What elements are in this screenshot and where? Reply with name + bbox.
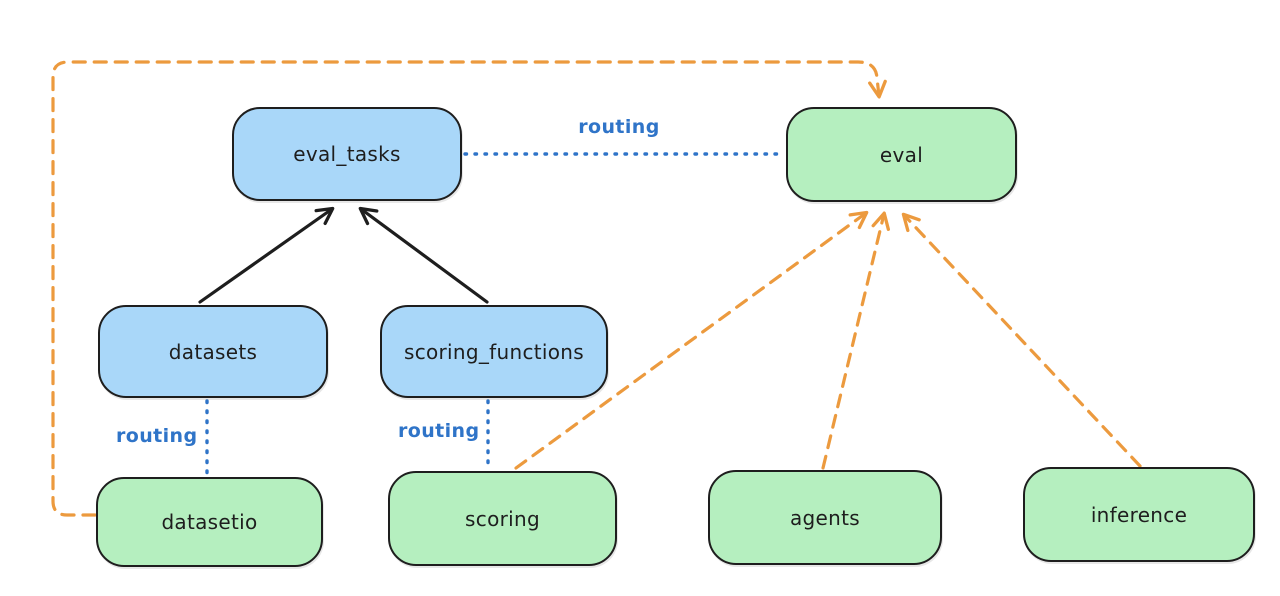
- node-scoring-functions-label: scoring_functions: [403, 339, 585, 364]
- node-datasetio-label: datasetio: [161, 510, 258, 534]
- node-datasets-label: datasets: [168, 339, 258, 364]
- node-scoring-functions: scoring_functions: [380, 305, 608, 398]
- node-scoring-label: scoring: [465, 506, 540, 531]
- routing-label-datasets-datasetio: routing: [116, 425, 198, 447]
- node-eval-label: eval: [879, 142, 924, 167]
- edge-datasets-to-eval-tasks: [198, 206, 335, 304]
- node-eval-tasks-label: eval_tasks: [293, 142, 401, 166]
- node-agents: agents: [708, 470, 942, 565]
- node-datasets: datasets: [98, 305, 328, 398]
- node-eval: eval: [786, 107, 1017, 202]
- node-inference-label: inference: [1090, 502, 1188, 527]
- node-scoring: scoring: [388, 471, 617, 566]
- edge-inference-to-eval: [901, 212, 1142, 468]
- node-eval-tasks: eval_tasks: [232, 107, 462, 201]
- routing-label-scoring-functions-scoring: routing: [398, 420, 480, 442]
- edge-agents-to-eval: [821, 211, 890, 470]
- routing-label-eval-tasks-eval: routing: [578, 116, 660, 138]
- node-inference: inference: [1023, 467, 1255, 562]
- node-datasetio: datasetio: [96, 477, 323, 567]
- node-agents-label: agents: [790, 505, 860, 530]
- edge-scoring-functions-to-eval-tasks: [358, 206, 489, 304]
- edge-scoring-to-eval: [514, 210, 869, 470]
- edge-datasetio-to-eval: [51, 60, 887, 517]
